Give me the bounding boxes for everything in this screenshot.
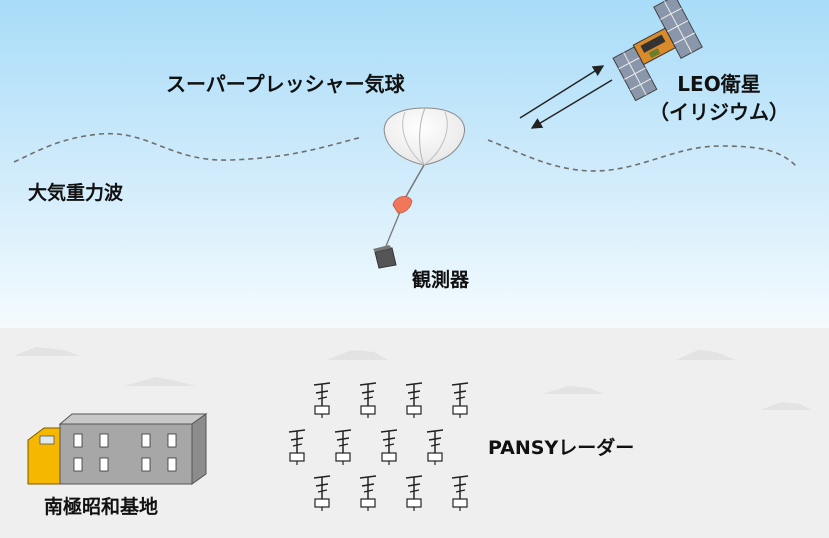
antenna-icon [313, 382, 331, 418]
antenna-array [288, 382, 469, 511]
building-icon [27, 413, 208, 485]
antenna-icon [405, 475, 423, 511]
antenna-icon [405, 382, 423, 418]
antenna-icon [451, 475, 469, 511]
balloon-label: スーパープレッシャー気球 [166, 72, 405, 96]
antenna-icon [288, 429, 306, 465]
antenna-icon [380, 429, 398, 465]
sky-background [0, 0, 829, 328]
antenna-icon [359, 382, 377, 418]
gravity-wave-label: 大気重力波 [28, 182, 124, 204]
instrument-label: 観測器 [412, 269, 470, 291]
satellite-label: LEO衛星 [677, 72, 761, 96]
antenna-icon [359, 475, 377, 511]
gravity-wave-line [13, 132, 797, 172]
base-label: 南極昭和基地 [44, 496, 159, 518]
balloon-icon [383, 107, 465, 201]
comm-arrows [519, 65, 613, 129]
antenna-icon [426, 429, 444, 465]
radar-label: PANSYレーダー [488, 437, 635, 459]
instrument-box-icon [373, 245, 397, 269]
antenna-icon [313, 475, 331, 511]
antenna-icon [334, 429, 352, 465]
parachute-icon [385, 195, 413, 247]
satellite-icon [612, 0, 703, 102]
antenna-icon [451, 382, 469, 418]
snow-mounds [14, 347, 812, 410]
satellite-sublabel: （イリジウム） [649, 100, 789, 124]
